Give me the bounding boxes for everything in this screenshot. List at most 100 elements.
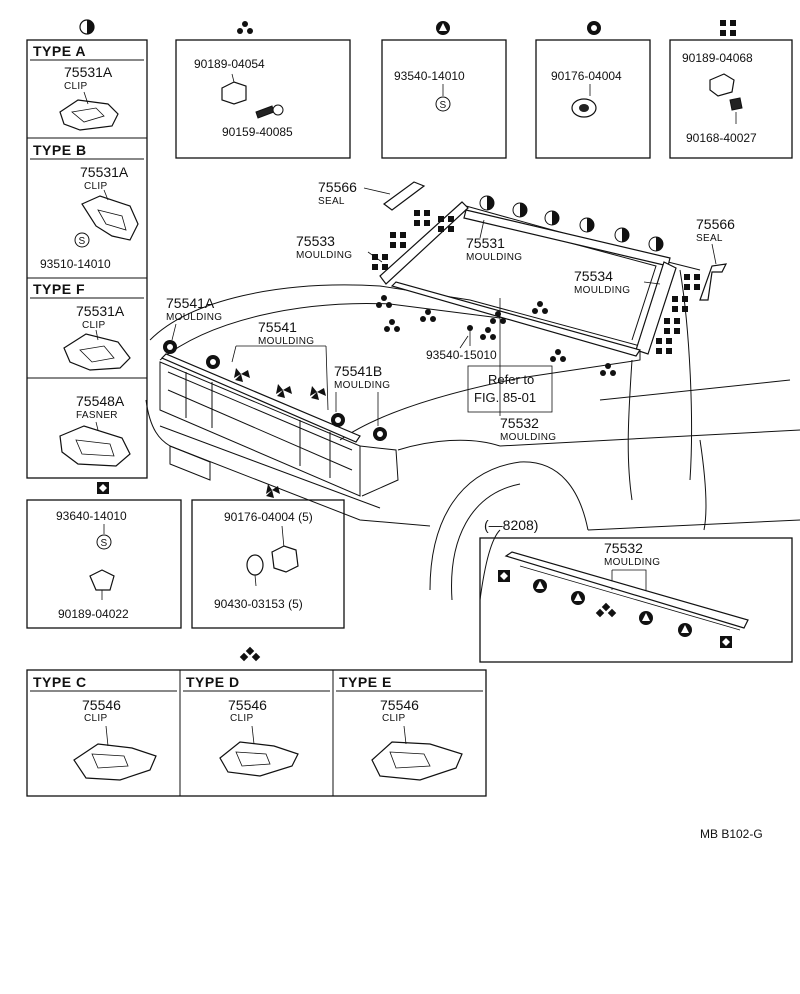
triangle-icon (571, 591, 585, 605)
square-diamond-part1: 93640-14010 (56, 509, 127, 523)
gear-icon (206, 355, 220, 369)
m75533-part: 75533 (296, 233, 335, 249)
callout-75541: 75541 MOULDING (231, 319, 329, 411)
trefoil-icon (420, 309, 436, 322)
type-b-box: TYPE B 75531A CLIP S 93510-14010 (30, 142, 144, 271)
type-d-title: TYPE D (186, 674, 240, 690)
callout-bolt: 93540-15010 (426, 335, 497, 362)
cross-icon (720, 20, 736, 36)
m75531-name: MOULDING (466, 252, 522, 263)
cowl-inset-box: 75532 MOULDING (479, 537, 793, 663)
fender-ref: (—8208) (484, 517, 538, 533)
m75532-part: 75532 (500, 415, 539, 431)
gear-icon (587, 21, 601, 35)
type-d-box: TYPE D 75546 CLIP (183, 674, 330, 777)
type-e-box: TYPE E 75546 CLIP (336, 674, 483, 781)
gear-detail-box: 90176-04004 (535, 39, 651, 159)
m75541b-part: 75541B (334, 363, 382, 379)
type-c-box: TYPE C 75546 CLIP (30, 674, 177, 781)
trefoil-icon (532, 301, 548, 314)
type-a-name: CLIP (64, 81, 87, 92)
triangle-icon (678, 623, 692, 637)
callout-75541b: 75541B MOULDING (334, 363, 390, 426)
type-b-name: CLIP (84, 181, 107, 192)
type-c-part: 75546 (82, 697, 121, 713)
cross-icon (672, 296, 688, 312)
drawing-stamp: MB B102-G (700, 827, 763, 841)
m75532-name: MOULDING (500, 432, 556, 443)
inset-75532-part: 75532 (604, 540, 643, 556)
pinwheel-part1: 90176-04004 (5) (224, 510, 313, 524)
cross-part1: 90189-04068 (682, 51, 753, 65)
m75534-part: 75534 (574, 268, 613, 284)
fasner-shape (59, 425, 131, 467)
cross-icon (684, 274, 700, 290)
type-e-part: 75546 (380, 697, 419, 713)
seal-right-name: SEAL (696, 233, 723, 244)
washer-shape (246, 554, 264, 576)
trefoil-detail-box: 90189-04054 90159-40085 (175, 39, 351, 159)
trefoil-part2: 90159-40085 (222, 125, 293, 139)
callout-75541a: 75541A MOULDING (166, 295, 222, 341)
pinwheel-icon (310, 386, 326, 400)
pinwheel-icon (234, 368, 250, 382)
cowl-moulding-shape (504, 551, 749, 629)
triangle-detail-box: 93540-14010 S (381, 39, 507, 159)
cross-icon (390, 232, 406, 248)
moulding-75534-shape (635, 261, 677, 355)
half-circle-icon (648, 236, 664, 252)
type-d-part: 75546 (228, 697, 267, 713)
callout-seal-upper: 75566 SEAL (318, 179, 391, 207)
diamond-cluster-icon (239, 646, 261, 662)
cross-icon (664, 318, 680, 334)
m75541b-name: MOULDING (334, 380, 390, 391)
m75541a-part: 75541A (166, 295, 215, 311)
m75533-name: MOULDING (296, 250, 352, 261)
callout-75534: 75534 MOULDING (574, 268, 661, 296)
cross-icon (656, 338, 672, 354)
moulding-75541-shape (160, 353, 361, 443)
type-a-title: TYPE A (33, 43, 86, 59)
m75541-name: MOULDING (258, 336, 314, 347)
type-f-part: 75531A (76, 303, 125, 319)
triangle-icon (533, 579, 547, 593)
type-c-title: TYPE C (33, 674, 87, 690)
s-screw-icon (96, 534, 112, 550)
type-a-part: 75531A (64, 64, 113, 80)
type-c-name: CLIP (84, 713, 107, 724)
seal-right-part: 75566 (696, 216, 735, 232)
triangle-icon (436, 21, 450, 35)
callout-fender: (—8208) (484, 517, 538, 533)
moulding-parts (160, 181, 728, 443)
type-a-box: TYPE A 75531A CLIP (30, 43, 144, 131)
cross-icon (414, 210, 430, 226)
grommet-shape (271, 545, 299, 573)
nut-shape (221, 81, 247, 105)
clip-d-shape (219, 741, 299, 777)
trefoil-icon (376, 295, 392, 308)
trefoil-icon (480, 327, 496, 340)
car-symbols (163, 195, 700, 441)
cross-icon (438, 216, 454, 232)
car-body (145, 205, 800, 601)
callout-75531: 75531 MOULDING (466, 219, 522, 263)
screw-shape (729, 97, 743, 111)
clip-b-shape (81, 195, 139, 241)
half-circle-icon (614, 227, 630, 243)
diamond-cluster-icon (595, 602, 617, 618)
triangle-part: 93540-14010 (394, 69, 465, 83)
triangle-icon (639, 611, 653, 625)
moulding-75532-cowl-shape (390, 281, 641, 357)
half-circle-icon (79, 19, 95, 35)
clip-nut-shape (89, 569, 115, 591)
type-b-title: TYPE B (33, 142, 87, 158)
type-e-name: CLIP (382, 713, 405, 724)
trefoil-icon (550, 349, 566, 362)
gear-icon (373, 427, 387, 441)
clip-nut-shape (709, 73, 735, 97)
clip-types-row (26, 669, 487, 797)
inset-75532-name: MOULDING (604, 557, 660, 568)
square-diamond-icon (720, 636, 732, 648)
refer-line1: Refer to (488, 372, 534, 387)
